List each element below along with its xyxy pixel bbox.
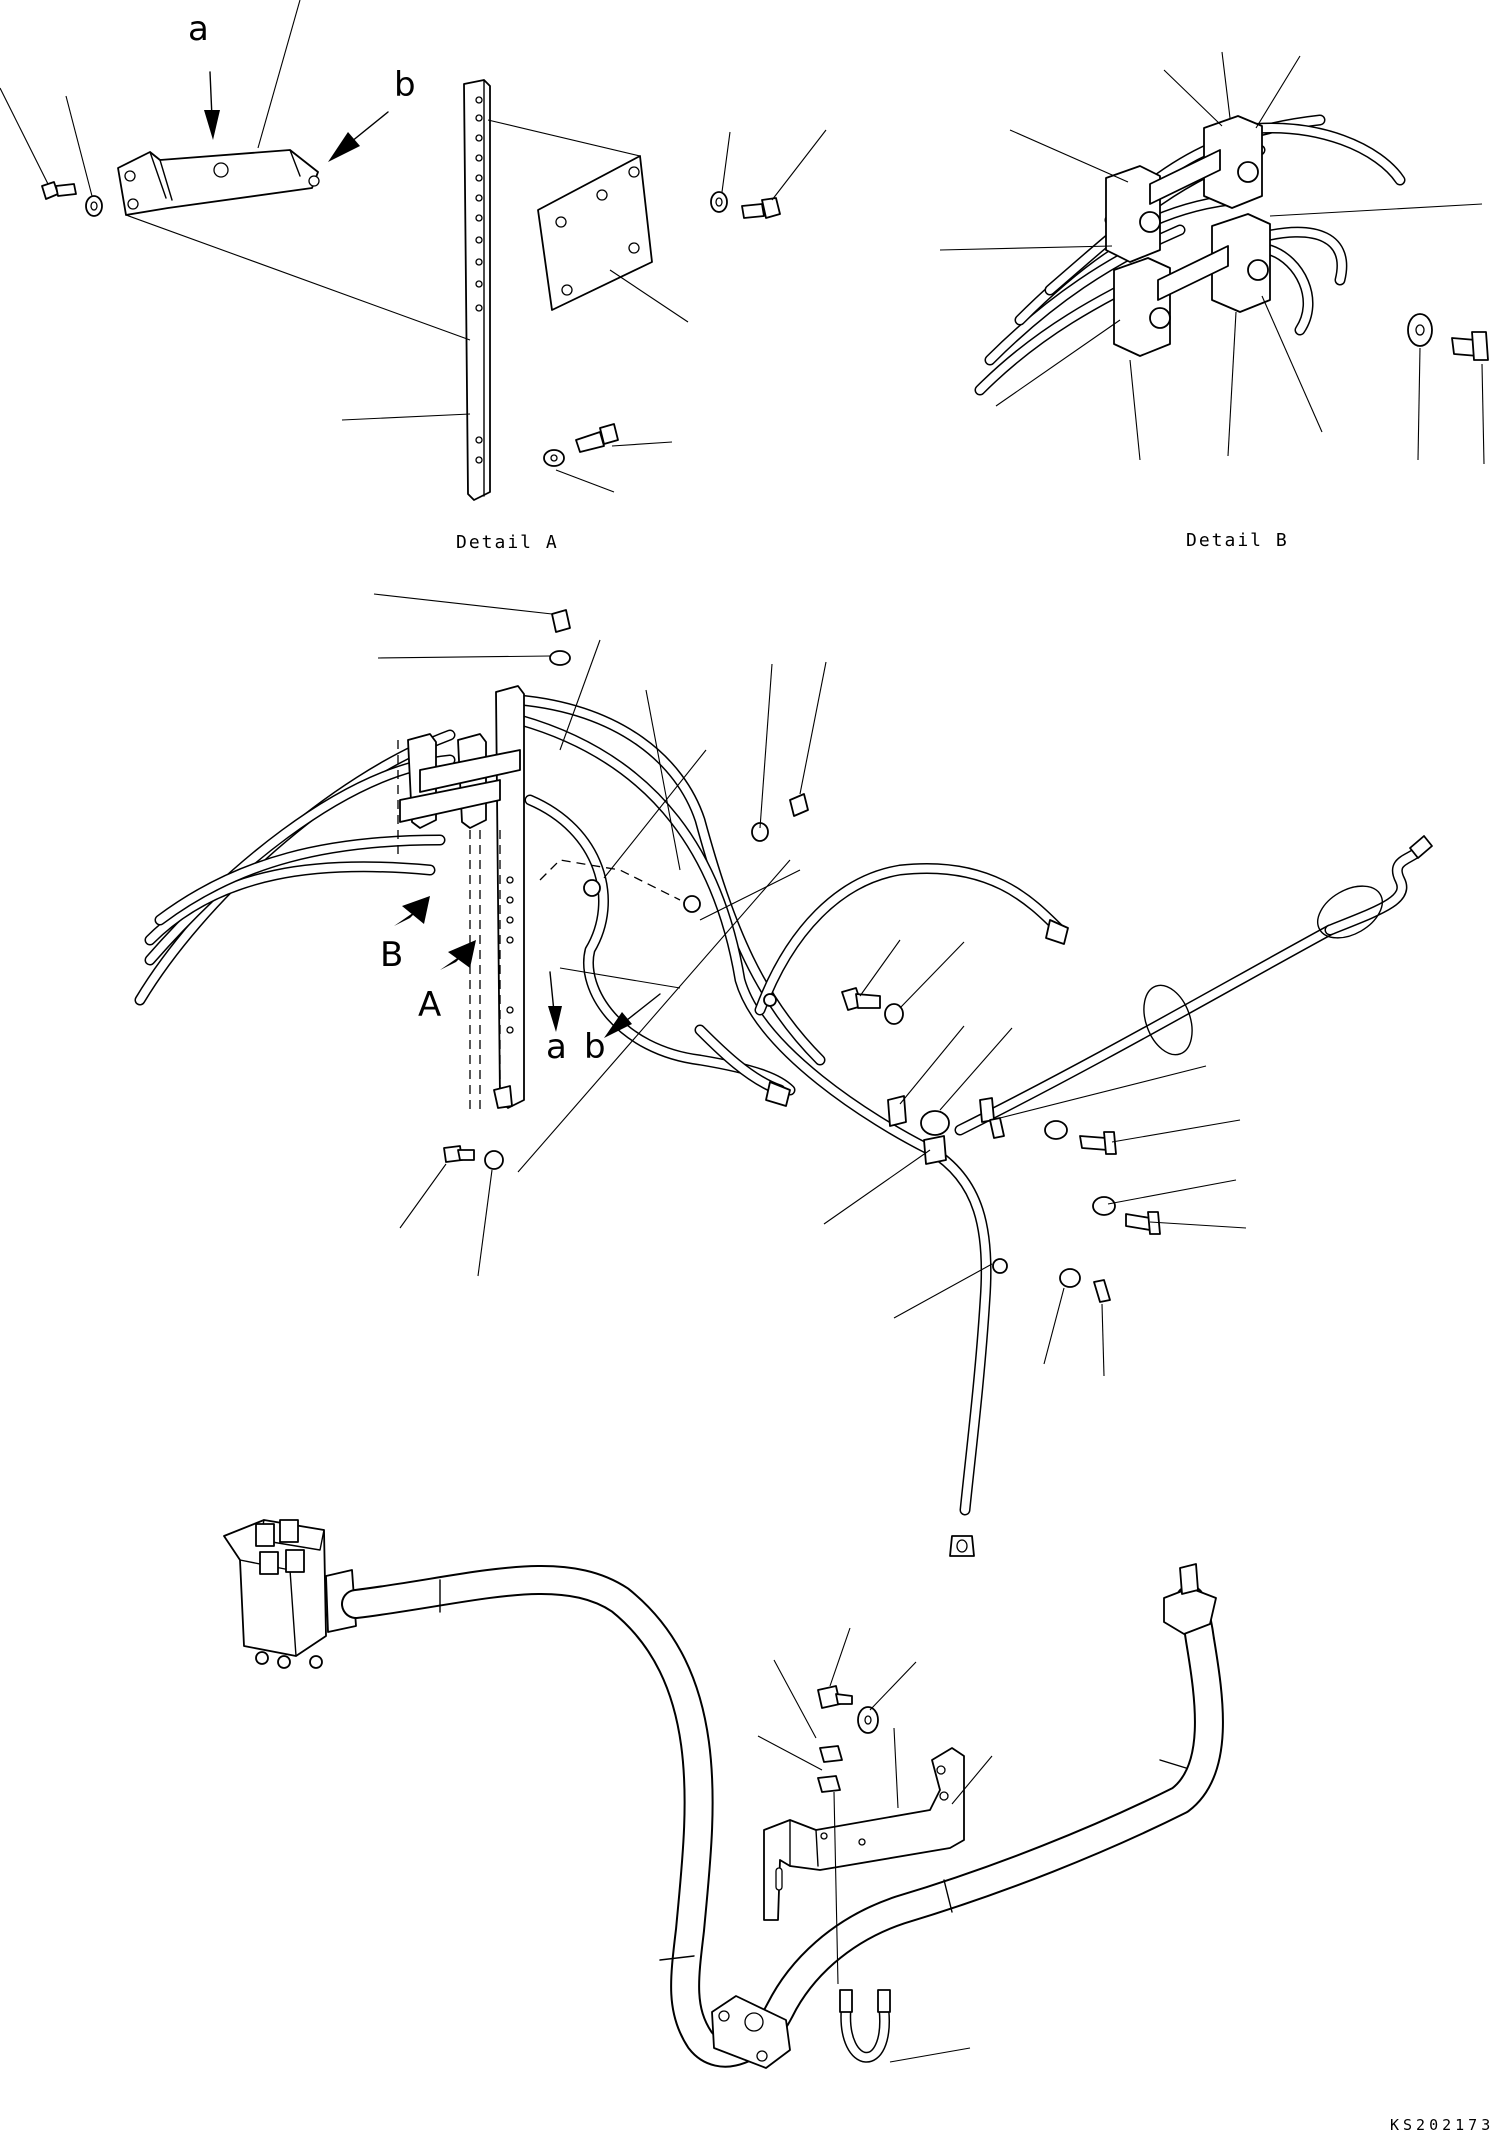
mounting-bar bbox=[463, 79, 491, 501]
bolt-left-top bbox=[41, 181, 103, 217]
detail-a: a b Detail A bbox=[0, 0, 827, 553]
bracket-a bbox=[117, 149, 320, 216]
marker-label-a: a bbox=[546, 1027, 567, 1067]
view-label-B: B bbox=[380, 935, 403, 975]
lower-hose-assembly bbox=[223, 1519, 1224, 2069]
drawing-code: KS202173 bbox=[1390, 2116, 1494, 2134]
view-label-A: A bbox=[418, 985, 441, 1025]
plate bbox=[537, 155, 653, 311]
detail-b: Detail B bbox=[939, 51, 1489, 551]
lower-bracket bbox=[763, 1747, 965, 1921]
callout-label-a: a bbox=[188, 9, 209, 49]
bolt-right-lower bbox=[543, 423, 619, 467]
detail-b-caption: Detail B bbox=[1186, 530, 1289, 551]
detail-a-caption: Detail A bbox=[456, 532, 559, 553]
callout-label-b: b bbox=[394, 65, 416, 105]
marker-label-b: b bbox=[584, 1027, 606, 1067]
valve-block bbox=[223, 1519, 357, 1669]
main-hose-assembly: B A a b bbox=[134, 593, 1433, 1557]
bolt-right-top bbox=[710, 191, 781, 219]
